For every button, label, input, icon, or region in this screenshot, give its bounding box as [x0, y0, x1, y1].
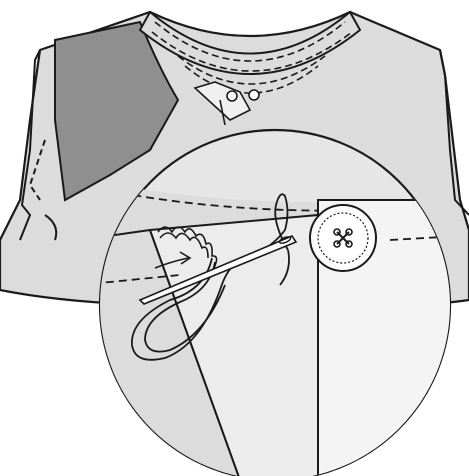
button-icon: [310, 205, 376, 271]
